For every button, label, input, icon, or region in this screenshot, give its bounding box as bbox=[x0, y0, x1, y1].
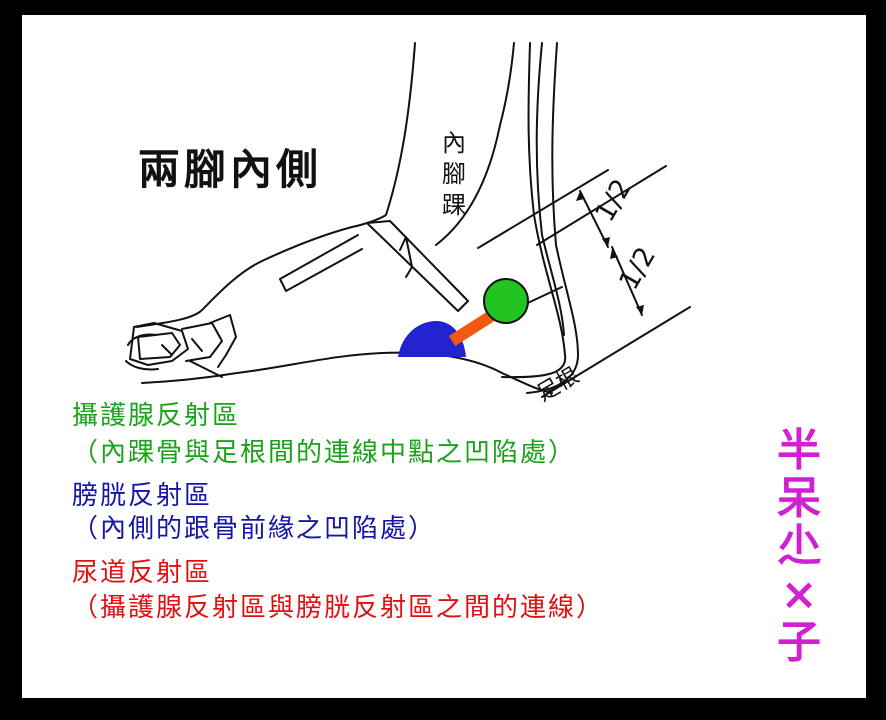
achilles-line-1 bbox=[501, 42, 567, 379]
diagram-panel: 兩腳內側 內腳踝 足根 1/2 1/2 攝護腺反射區 （內踝骨與足根間的連線中點… bbox=[22, 15, 866, 698]
bladder-marker bbox=[398, 321, 466, 357]
guide-line-middle bbox=[536, 165, 667, 246]
ankle-curve bbox=[435, 42, 515, 246]
urethra-reflex-description: （攝護腺反射區與膀胱反射區之間的連線） bbox=[72, 593, 605, 623]
diagram-title: 兩腳內側 bbox=[138, 145, 323, 194]
achilles-line-3 bbox=[526, 42, 579, 394]
toe-1 bbox=[129, 322, 189, 366]
arrowhead-2b bbox=[636, 305, 644, 315]
shin-outline bbox=[351, 42, 416, 228]
urethra-line bbox=[448, 307, 500, 347]
bladder-reflex-description: （內側的跟骨前緣之凹陷處） bbox=[72, 514, 437, 544]
toe-8 bbox=[161, 338, 203, 356]
bladder-reflex-name: 膀胱反射區 bbox=[72, 481, 213, 511]
dimension-arrow-2 bbox=[611, 246, 643, 316]
dimension-arrow-1 bbox=[579, 190, 609, 248]
foot-diagram bbox=[125, 42, 691, 398]
ankle-label: 內腳踝 bbox=[442, 129, 466, 219]
prostate-reflex-name: 攝護腺反射區 bbox=[72, 401, 241, 431]
prostate-reflex-description: （內踝骨與足根間的連線中點之凹陷處） bbox=[72, 438, 577, 468]
prostate-marker bbox=[483, 278, 529, 324]
foot-top bbox=[136, 226, 353, 328]
arrowhead-2a bbox=[610, 249, 618, 259]
toe-3 bbox=[125, 360, 159, 371]
toe-5 bbox=[181, 322, 223, 362]
toe-6 bbox=[209, 314, 237, 368]
achilles-line-2 bbox=[535, 42, 565, 336]
toe-4 bbox=[137, 332, 181, 360]
guide-line-upper bbox=[477, 169, 609, 249]
arrowhead-1a bbox=[576, 191, 584, 201]
strap-1 bbox=[366, 220, 469, 312]
foot-sole bbox=[141, 351, 553, 394]
arrowhead-1b bbox=[602, 237, 610, 247]
urethra-reflex-name: 尿道反射區 bbox=[72, 558, 213, 588]
strap-2 bbox=[279, 234, 363, 292]
toe-7 bbox=[189, 360, 223, 378]
strap-3 bbox=[399, 236, 413, 278]
watermark: 半呆尐×子 bbox=[777, 425, 821, 668]
guide-line-lower bbox=[541, 306, 691, 398]
